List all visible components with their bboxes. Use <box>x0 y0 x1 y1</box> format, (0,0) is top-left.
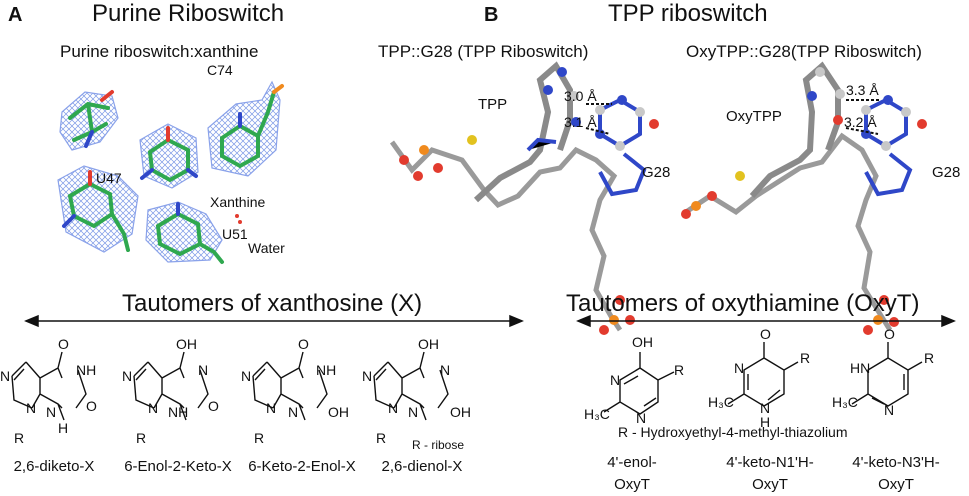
atom-n: N <box>198 362 209 378</box>
atom-nh: NH <box>168 404 189 420</box>
atom-n: N <box>46 404 57 420</box>
atom-n: N <box>388 400 399 416</box>
oxythiamine-name-3-line1: 4'-keto-N3'H- <box>852 454 940 471</box>
atom-n: N <box>266 400 277 416</box>
xanthosine-name-1: 2,6-diketo-X <box>13 458 95 475</box>
atom-n: N <box>362 368 373 384</box>
stick-model-a <box>62 84 284 264</box>
atom-hn: HN <box>850 360 871 376</box>
atom-r: R <box>136 430 147 446</box>
panel-b-letter: B <box>484 4 499 26</box>
panel-b-right-subtitle: OxyTPP::G28(TPP Riboswitch) <box>686 42 922 61</box>
tpp-model <box>389 61 659 335</box>
atom-h: H <box>58 420 69 436</box>
atom-n: N <box>26 400 37 416</box>
oxythiamine-note: R - Hydroxyethyl-4-methyl-thiazolium <box>618 424 848 440</box>
oxythiamine-name-2-line2: OxyT <box>752 476 788 493</box>
oxythiamine-name-2: 4'-keto-N1'H- OxyT <box>710 452 830 496</box>
oxythiamine-name-3-line2: OxyT <box>878 476 914 493</box>
label-g28-right: G28 <box>932 164 961 181</box>
atom-n: N <box>288 404 299 420</box>
label-g28-left: G28 <box>642 164 671 181</box>
atom-r: R <box>14 430 25 446</box>
xanthosine-title: Tautomers of xanthosine (X) <box>122 290 423 317</box>
label-dist-right-2: 3.2 Å <box>844 114 877 130</box>
atom-h: H <box>760 414 771 430</box>
atom-n: N <box>610 372 621 388</box>
label-c74: C74 <box>207 62 233 78</box>
atom-n: N <box>122 368 133 384</box>
atom-r: R <box>924 350 935 366</box>
atom-o: O <box>298 336 309 352</box>
panel-b-left-subtitle: TPP::G28 (TPP Riboswitch) <box>378 42 589 61</box>
label-u51: U51 <box>222 226 248 242</box>
oxythiamine-name-1: 4'-enol- OxyT <box>582 452 682 496</box>
label-xanthine: Xanthine <box>210 194 266 210</box>
oxythiamine-bonds <box>603 342 923 415</box>
panel-a-subtitle: Purine riboswitch:xanthine <box>60 42 259 61</box>
atom-o: O <box>760 326 771 342</box>
oxythiamine-name-1-line2: OxyT <box>614 476 650 493</box>
label-tpp: TPP <box>478 96 508 113</box>
xanthosine-name-4: 2,6-dienol-X <box>381 458 463 475</box>
panel-a-letter: A <box>8 4 23 26</box>
oxythiamine-name-2-line1: 4'-keto-N1'H- <box>726 454 814 471</box>
atom-n: N <box>734 360 745 376</box>
atom-oh: OH <box>176 336 197 352</box>
label-u47: U47 <box>96 170 122 186</box>
atom-oh: OH <box>450 404 471 420</box>
label-dist-left-2: 3.1 Å <box>564 114 597 130</box>
atom-o: O <box>58 336 69 352</box>
atom-oh: OH <box>328 404 349 420</box>
atom-r: R <box>674 362 685 378</box>
xanthosine-name-2: 6-Enol-2-Keto-X <box>124 458 232 475</box>
atom-n: N <box>408 404 419 420</box>
label-dist-left-1: 3.0 Å <box>564 88 597 104</box>
atom-oh: OH <box>418 336 439 352</box>
atom-n: N <box>884 402 895 418</box>
atom-o: O <box>208 398 219 414</box>
atom-r: R <box>376 430 387 446</box>
xanthosine-note: R - ribose <box>412 438 465 452</box>
atom-h3c: H₃C <box>832 394 858 410</box>
atom-r: R <box>254 430 265 446</box>
atom-r: R <box>800 350 811 366</box>
atom-nh: NH <box>316 362 337 378</box>
atom-n: N <box>440 362 451 378</box>
xanthosine-name-3: 6-Keto-2-Enol-X <box>248 458 356 475</box>
xanthosine-bonds <box>11 351 449 421</box>
panel-b-title: TPP riboswitch <box>608 0 768 27</box>
atom-n: N <box>148 400 159 416</box>
oxythiamine-name-3: 4'-keto-N3'H- OxyT <box>834 452 958 496</box>
oxythiamine-name-1-line1: 4'-enol- <box>607 454 657 471</box>
atom-h3c: H₃C <box>708 394 734 410</box>
atom-h3c: H₃C <box>584 406 610 422</box>
label-dist-right-1: 3.3 Å <box>846 82 879 98</box>
atom-o: O <box>884 326 895 342</box>
label-water: Water <box>248 240 285 256</box>
atom-n: N <box>636 410 647 426</box>
atom-n: N <box>0 368 11 384</box>
atom-oh: OH <box>632 334 653 350</box>
atom-n: N <box>760 400 771 416</box>
atom-n: N <box>241 368 252 384</box>
label-oxytpp: OxyTPP <box>726 108 782 125</box>
atom-nh: NH <box>76 362 97 378</box>
atom-o: O <box>86 398 97 414</box>
oxythiamine-title: Tautomers of oxythiamine (OxyT) <box>566 290 920 317</box>
panel-a-title: Purine Riboswitch <box>92 0 285 27</box>
section-arrows <box>24 314 956 328</box>
